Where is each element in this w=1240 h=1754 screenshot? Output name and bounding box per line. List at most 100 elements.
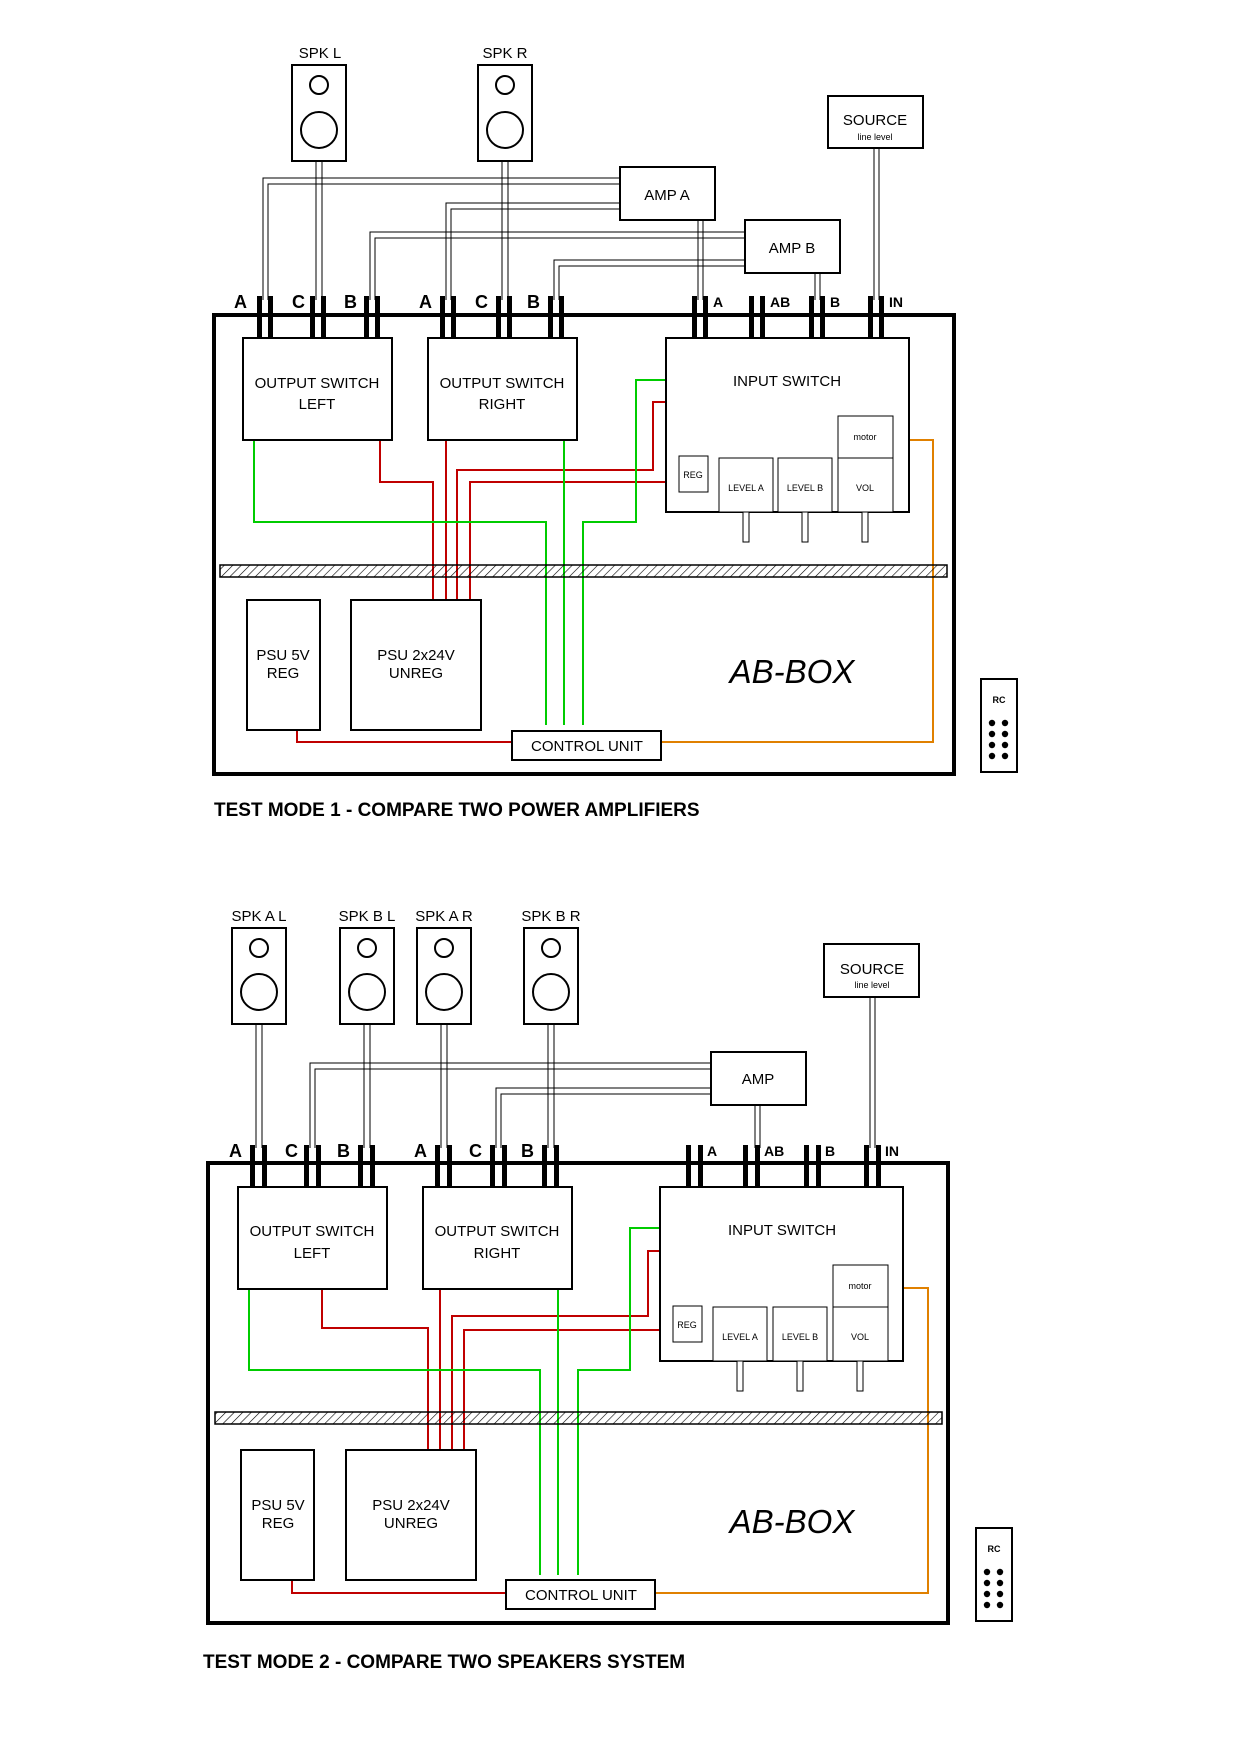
- svg-text:RC: RC: [988, 1544, 1001, 1554]
- svg-text:RIGHT: RIGHT: [479, 396, 526, 413]
- svg-text:line level: line level: [854, 980, 889, 990]
- svg-text:REG: REG: [267, 665, 300, 682]
- svg-text:INPUT SWITCH: INPUT SWITCH: [728, 1222, 836, 1239]
- svg-text:AB: AB: [764, 1143, 784, 1159]
- svg-text:A: A: [419, 292, 432, 312]
- svg-text:REG: REG: [262, 1515, 295, 1532]
- svg-text:PSU 2x24V: PSU 2x24V: [372, 1497, 450, 1514]
- svg-text:INPUT SWITCH: INPUT SWITCH: [733, 373, 841, 390]
- svg-text:UNREG: UNREG: [384, 1515, 438, 1532]
- svg-text:CONTROL UNIT: CONTROL UNIT: [531, 738, 643, 755]
- svg-text:UNREG: UNREG: [389, 665, 443, 682]
- mode2-speaker-b-l-icon: [339, 927, 395, 1025]
- mode2-spk-a-l-label: SPK A L: [231, 908, 286, 925]
- mode2-vol-knob-icon: [856, 1360, 864, 1392]
- svg-text:A: A: [707, 1143, 717, 1159]
- mode2-reg-label: REG: [677, 1320, 697, 1330]
- svg-text:RC: RC: [993, 695, 1006, 705]
- mode2-spk-b-r-label: SPK B R: [521, 908, 580, 925]
- svg-text:B: B: [830, 294, 840, 310]
- svg-text:CONTROL UNIT: CONTROL UNIT: [525, 1587, 637, 1604]
- mode1-signal-wires: [262, 148, 880, 300]
- mode1-amp-b: AMP B: [744, 219, 841, 274]
- mode1-level-a-label: LEVEL A: [728, 483, 764, 493]
- mode2-spk-b-l-label: SPK B L: [339, 908, 396, 925]
- svg-text:SOURCE: SOURCE: [840, 961, 904, 978]
- svg-text:A: A: [414, 1141, 427, 1161]
- mode1-spk-l-label: SPK L: [299, 45, 342, 62]
- mode2-output-switch-left: OUTPUT SWITCH LEFT: [237, 1186, 388, 1290]
- mode2-input-switch: INPUT SWITCH REG LEVEL A LEVEL B motor V…: [659, 1186, 904, 1392]
- mode1-output-switch-right: OUTPUT SWITCH RIGHT: [427, 337, 578, 441]
- svg-text:LEFT: LEFT: [299, 396, 336, 413]
- mode2-speaker-a-l-icon: [231, 927, 287, 1025]
- mode2-psu-5v: PSU 5V REG: [240, 1449, 315, 1581]
- mode1-reg-label: REG: [683, 470, 703, 480]
- mode1-vol-label: VOL: [856, 483, 874, 493]
- mode2-shield-divider: [214, 1411, 943, 1425]
- svg-text:A: A: [229, 1141, 242, 1161]
- mode1-control-unit: CONTROL UNIT: [511, 730, 662, 761]
- mode1-title: TEST MODE 1 - COMPARE TWO POWER AMPLIFIE…: [214, 800, 700, 821]
- mode1-enclosure: [212, 313, 956, 776]
- mode2-level-a-knob-icon: [736, 1360, 744, 1392]
- svg-text:B: B: [337, 1141, 350, 1161]
- svg-text:PSU 2x24V: PSU 2x24V: [377, 647, 455, 664]
- mode2-psu-2x24v: PSU 2x24V UNREG: [345, 1449, 477, 1581]
- mode2-signal-wires: [255, 997, 876, 1148]
- svg-text:LEFT: LEFT: [294, 1245, 331, 1262]
- svg-text:AB: AB: [770, 294, 790, 310]
- mode1-speaker-r-icon: [477, 64, 533, 162]
- mode1-motor-label: motor: [853, 432, 876, 442]
- mode1-amp-a: AMP A: [619, 166, 716, 221]
- mode2-speaker-b-r-icon: [523, 927, 579, 1025]
- mode2-control-unit: CONTROL UNIT: [505, 1579, 656, 1610]
- svg-text:OUTPUT SWITCH: OUTPUT SWITCH: [255, 375, 380, 392]
- svg-text:AMP A: AMP A: [644, 187, 690, 204]
- mode1-brand-label: AB-BOX: [728, 653, 857, 690]
- svg-text:PSU 5V: PSU 5V: [251, 1497, 304, 1514]
- mode2-internal-wires: [248, 1227, 929, 1594]
- mode1-output-switch-left: OUTPUT SWITCH LEFT: [242, 337, 393, 441]
- mode1-remote-control-icon: RC: [980, 678, 1018, 773]
- mode2-title: TEST MODE 2 - COMPARE TWO SPEAKERS SYSTE…: [203, 1652, 685, 1673]
- mode1-psu-5v: PSU 5V REG: [246, 599, 321, 731]
- svg-text:OUTPUT SWITCH: OUTPUT SWITCH: [250, 1223, 375, 1240]
- mode1-shield-divider: [219, 564, 948, 578]
- mode2-speaker-a-r-icon: [416, 927, 472, 1025]
- svg-text:line level: line level: [857, 132, 892, 142]
- svg-text:OUTPUT SWITCH: OUTPUT SWITCH: [440, 375, 565, 392]
- mode1-input-switch: INPUT SWITCH REG LEVEL A LEVEL B motor V…: [665, 337, 910, 543]
- mode1-internal-wires: [253, 379, 934, 743]
- mode2-enclosure: [206, 1161, 950, 1625]
- mode1-pin-labels: A C B A C B A AB B IN: [234, 292, 903, 312]
- svg-text:IN: IN: [885, 1143, 899, 1159]
- mode2-brand-label: AB-BOX: [728, 1503, 857, 1540]
- svg-text:RIGHT: RIGHT: [474, 1245, 521, 1262]
- mode1-source: SOURCE line level: [827, 95, 924, 149]
- svg-text:PSU 5V: PSU 5V: [256, 647, 309, 664]
- mode2-output-switch-right: OUTPUT SWITCH RIGHT: [422, 1186, 573, 1290]
- mode1-psu-2x24v: PSU 2x24V UNREG: [350, 599, 482, 731]
- svg-text:A: A: [713, 294, 723, 310]
- mode2-diagram: SPK A L SPK B L SPK A R SPK B R AMP: [203, 908, 1013, 1673]
- svg-text:OUTPUT SWITCH: OUTPUT SWITCH: [435, 1223, 560, 1240]
- mode2-source: SOURCE line level: [823, 943, 920, 998]
- mode2-vol-label: VOL: [851, 1332, 869, 1342]
- mode2-spk-a-r-label: SPK A R: [415, 908, 473, 925]
- svg-text:SOURCE: SOURCE: [843, 112, 907, 129]
- svg-text:AMP: AMP: [742, 1071, 775, 1088]
- mode2-level-b-knob-icon: [796, 1360, 804, 1392]
- svg-text:B: B: [527, 292, 540, 312]
- svg-text:C: C: [469, 1141, 482, 1161]
- svg-text:B: B: [344, 292, 357, 312]
- mode2-remote-control-icon: RC: [975, 1527, 1013, 1622]
- svg-text:IN: IN: [889, 294, 903, 310]
- mode2-pin-labels: A C B A C B A AB B IN: [229, 1141, 899, 1161]
- mode1-level-b-knob-icon: [801, 511, 809, 543]
- mode1-spk-r-label: SPK R: [482, 45, 527, 62]
- svg-text:A: A: [234, 292, 247, 312]
- svg-text:C: C: [285, 1141, 298, 1161]
- mode1-vol-knob-icon: [861, 511, 869, 543]
